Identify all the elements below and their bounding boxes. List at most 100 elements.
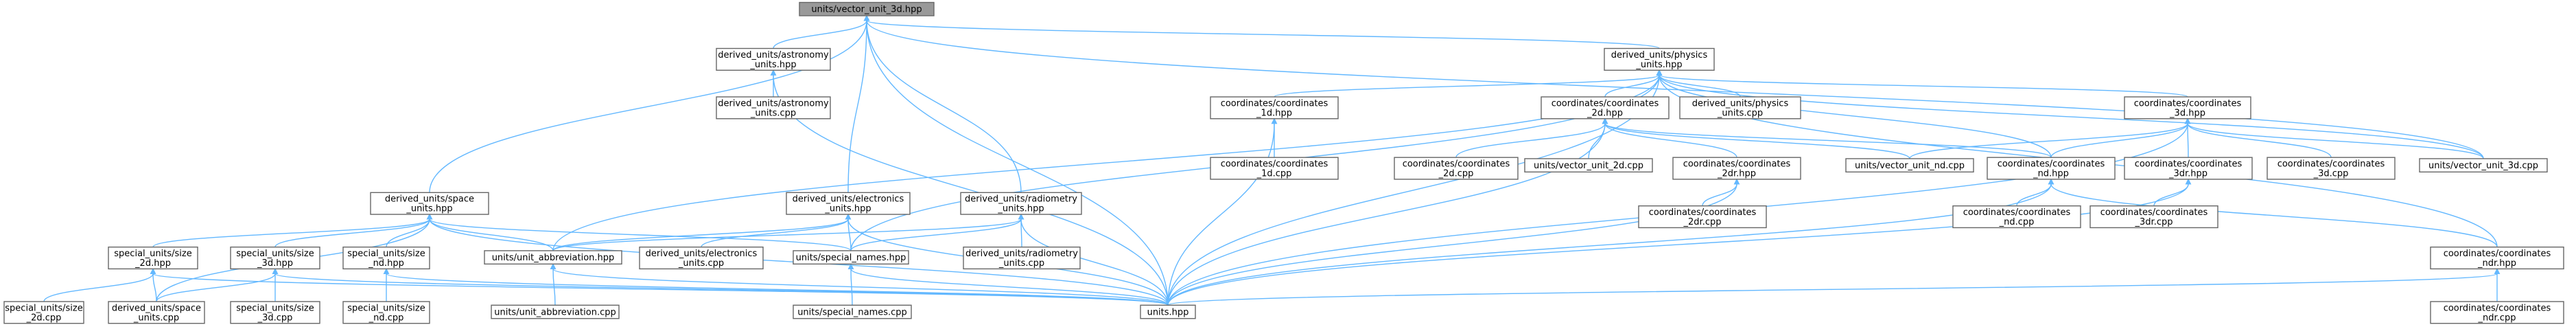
- node-label: _units.hpp: [1635, 60, 1682, 70]
- edge-line: [1659, 75, 2484, 159]
- dependency-edge: [1167, 117, 1278, 306]
- node-label: _units.cpp: [750, 108, 796, 118]
- file-node-astro-cpp[interactable]: derived_units/astronomy_units.cpp: [716, 96, 831, 120]
- node-label: _2d.cpp: [1438, 169, 1474, 179]
- node-box: [1604, 47, 1715, 71]
- file-node-special-names-hpp[interactable]: units/special_names.hpp: [793, 250, 909, 265]
- node-label: _3d.cpp: [2313, 169, 2349, 179]
- file-node-vecnd-cpp[interactable]: units/vector_unit_nd.cpp: [1845, 158, 1974, 173]
- edge-line: [866, 20, 1660, 49]
- node-box: [491, 304, 620, 319]
- edge-line: [866, 20, 1022, 193]
- node-label: _units.hpp: [824, 204, 871, 214]
- file-node-vec3d-cpp[interactable]: units/vector_unit_3d.cpp: [2419, 158, 2548, 173]
- file-node-c3dr-hpp[interactable]: coordinates/coordinates_3dr.hpp: [2124, 157, 2253, 180]
- file-node-space-cpp[interactable]: derived_units/space_units.cpp: [108, 301, 205, 324]
- file-node-c2dr-hpp[interactable]: coordinates/coordinates_2dr.hpp: [1672, 157, 1801, 180]
- file-node-units-hpp[interactable]: units.hpp: [1140, 304, 1196, 319]
- file-node-c3d-hpp[interactable]: coordinates/coordinates_3d.hpp: [2124, 96, 2251, 120]
- node-label: _units.cpp: [133, 313, 179, 323]
- node-label: units/special_names.hpp: [796, 253, 906, 263]
- file-node-abbrev-cpp[interactable]: units/unit_abbreviation.cpp: [491, 304, 620, 319]
- file-node-cnd-hpp[interactable]: coordinates/coordinates_nd.hpp: [1987, 157, 2116, 180]
- file-node-c1d-cpp[interactable]: coordinates/coordinates_1d.cpp: [1210, 157, 1339, 180]
- node-box: [484, 250, 622, 265]
- file-node-special-names-cpp[interactable]: units/special_names.cpp: [793, 304, 912, 319]
- file-node-c2dr-cpp[interactable]: coordinates/coordinates_2dr.cpp: [1638, 205, 1767, 229]
- node-label: units/special_names.cpp: [797, 307, 907, 317]
- node-label: special_units/size: [236, 249, 314, 259]
- node-box: [2419, 158, 2548, 173]
- edge-line: [552, 218, 849, 251]
- file-node-elec-cpp[interactable]: derived_units/electronics_units.cpp: [639, 246, 764, 270]
- dependency-edges: [43, 14, 2501, 306]
- file-node-abbrev-hpp[interactable]: units/unit_abbreviation.hpp: [484, 250, 622, 265]
- node-label: _1d.cpp: [1256, 169, 1292, 179]
- file-node-sz2d-cpp[interactable]: special_units/size_2d.cpp: [3, 301, 84, 324]
- node-label: coordinates/coordinates: [2444, 249, 2551, 259]
- file-node-space-hpp[interactable]: derived_units/space_units.hpp: [370, 192, 489, 215]
- edge-line: [850, 218, 1022, 251]
- node-box: [639, 246, 764, 270]
- node-label: coordinates/coordinates: [1998, 159, 2105, 170]
- edge-line: [2050, 183, 2498, 247]
- file-node-c1d-hpp[interactable]: coordinates/coordinates_1d.hpp: [1210, 96, 1339, 120]
- edge-line: [850, 268, 1169, 306]
- file-node-sznd-cpp[interactable]: special_units/size_nd.cpp: [342, 301, 430, 324]
- file-node-c2d-hpp[interactable]: coordinates/coordinates_2d.hpp: [1541, 96, 1670, 120]
- node-box: [1524, 158, 1653, 173]
- node-box: [230, 301, 320, 324]
- file-node-vec2d-cpp[interactable]: units/vector_unit_2d.cpp: [1524, 158, 1653, 173]
- edge-line: [1167, 273, 2498, 306]
- dependency-edge: [152, 213, 433, 248]
- file-node-cndr-cpp[interactable]: coordinates/coordinates_ndr.cpp: [2430, 301, 2564, 324]
- dependency-edge: [1604, 69, 1663, 98]
- edge-line: [847, 20, 867, 193]
- node-label: _3dr.hpp: [2168, 169, 2208, 179]
- node-label: _3d.hpp: [2169, 108, 2205, 118]
- dependency-edge: [1167, 178, 2054, 306]
- file-node-c2d-cpp[interactable]: coordinates/coordinates_2d.cpp: [1394, 157, 1519, 180]
- file-node-elec-hpp[interactable]: derived_units/electronics_units.hpp: [786, 192, 911, 215]
- node-label: _2dr.cpp: [1683, 217, 1722, 227]
- file-node-c3d-cpp[interactable]: coordinates/coordinates_3d.cpp: [2267, 157, 2396, 180]
- node-label: _units.hpp: [749, 60, 796, 70]
- dependency-edge: [863, 14, 1660, 49]
- edge-arrowhead: [1602, 117, 1608, 124]
- node-box: [1541, 96, 1670, 120]
- file-node-radio-cpp[interactable]: derived_units/radiometry_units.cpp: [963, 246, 1081, 270]
- file-node-radio-hpp[interactable]: derived_units/radiometry_units.hpp: [960, 192, 1082, 215]
- file-node-cndr-hpp[interactable]: coordinates/coordinates_ndr.hpp: [2430, 246, 2564, 270]
- edge-arrowhead: [2184, 117, 2191, 124]
- file-node-vector3d-root[interactable]: units/vector_unit_3d.hpp: [799, 1, 935, 16]
- edge-line: [429, 218, 554, 251]
- edge-arrowhead: [1656, 69, 1663, 76]
- node-box: [1845, 158, 1974, 173]
- edge-line: [2050, 123, 2188, 158]
- file-node-sznd-hpp[interactable]: special_units/size_nd.hpp: [342, 246, 430, 270]
- edge-line: [1604, 75, 1660, 98]
- file-node-sz3d-hpp[interactable]: special_units/size_3d.hpp: [230, 246, 320, 270]
- file-node-c3dr-cpp[interactable]: coordinates/coordinates_3dr.cpp: [2089, 205, 2218, 229]
- node-box: [2267, 157, 2396, 180]
- dependency-edge: [272, 268, 1169, 306]
- file-node-cnd-cpp[interactable]: coordinates/coordinates_nd.cpp: [1952, 205, 2081, 229]
- file-node-phys-cpp[interactable]: derived_units/physics_units.cpp: [1679, 96, 1801, 120]
- file-node-astro-hpp[interactable]: derived_units/astronomy_units.hpp: [716, 47, 831, 71]
- dependency-edge: [383, 268, 1169, 306]
- node-label: derived_units/astronomy: [718, 98, 829, 109]
- edge-arrowhead: [383, 268, 390, 274]
- edge-line: [866, 20, 1169, 306]
- edge-arrowhead: [426, 213, 433, 220]
- node-box: [793, 250, 909, 265]
- node-box: [960, 192, 1082, 215]
- node-label: _2d.hpp: [1586, 108, 1623, 118]
- edge-arrowhead: [1733, 178, 1740, 185]
- dependency-edge: [2184, 117, 2484, 159]
- edge-line: [701, 218, 849, 247]
- edge-arrowhead: [1018, 213, 1024, 220]
- file-node-sz2d-hpp[interactable]: special_units/size_2d.hpp: [108, 246, 198, 270]
- file-node-sz3d-cpp[interactable]: special_units/size_3d.cpp: [230, 301, 320, 324]
- file-node-phys-hpp[interactable]: derived_units/physics_units.hpp: [1604, 47, 1715, 71]
- edge-line: [1604, 123, 1737, 158]
